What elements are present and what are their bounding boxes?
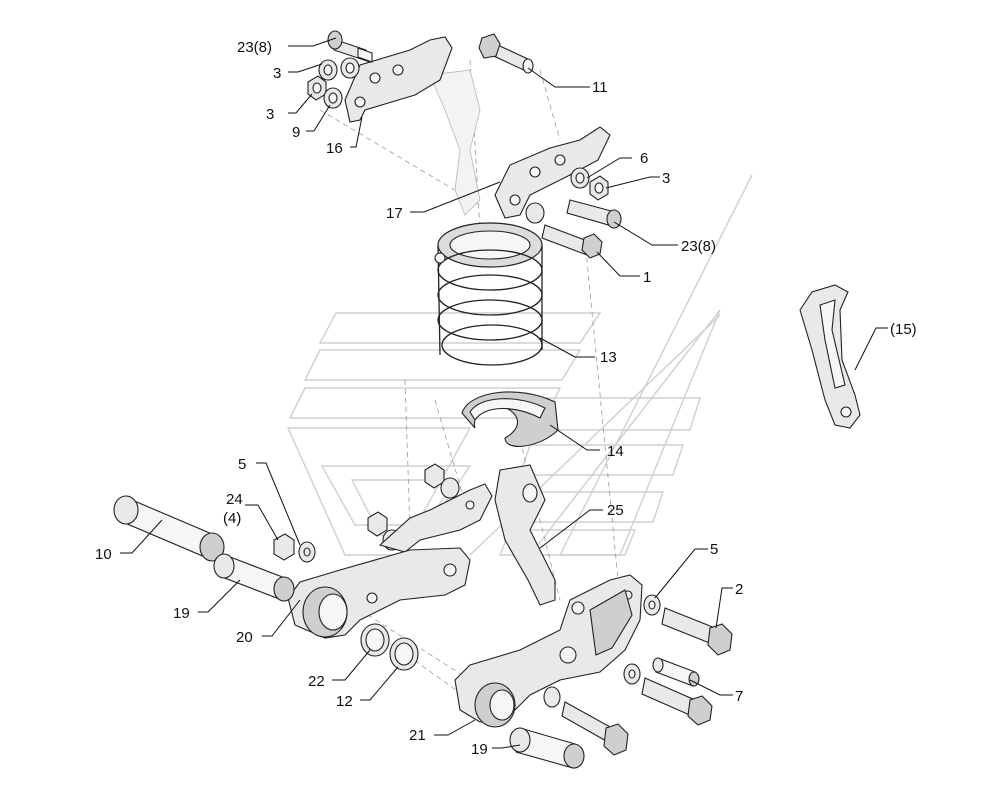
- bushing-19-left: [213, 553, 295, 602]
- nut-24: [273, 533, 295, 561]
- washer-6: [570, 167, 590, 189]
- bushing-9: [323, 87, 343, 109]
- callout-10: 10: [95, 546, 112, 563]
- center-link-25: [494, 464, 556, 606]
- callout-19-right: 19: [471, 741, 488, 758]
- callout-3-mid: 3: [266, 106, 274, 123]
- upper-arm-bracket: [378, 483, 493, 553]
- bolt-2: [661, 607, 733, 656]
- callout-6: 6: [640, 150, 648, 167]
- leader-lines: [120, 37, 888, 749]
- bolt-lower-center: [543, 686, 629, 756]
- bolt-11: [478, 33, 534, 74]
- callout-2: 2: [735, 581, 743, 598]
- washer-5-left: [298, 541, 316, 563]
- bushing-19-right: [509, 727, 585, 769]
- callout-20: 20: [236, 629, 253, 646]
- lever-15: [799, 284, 861, 429]
- washer-top-left: [318, 57, 360, 81]
- washer-5-right: [643, 594, 661, 616]
- callout-11: 11: [592, 79, 608, 96]
- washer-22: [360, 623, 390, 657]
- pin-7: [652, 657, 700, 687]
- callout-1: 1: [643, 269, 651, 286]
- nut-top-left: [307, 75, 327, 101]
- callout-5-right: 5: [710, 541, 718, 558]
- callout-14: 14: [607, 443, 624, 460]
- callout-5-left: 5: [238, 456, 246, 473]
- callout-23-8-top: 23(8): [237, 39, 272, 56]
- callout-12: 12: [336, 693, 353, 710]
- ghost-center-bracket: [429, 69, 481, 216]
- callout-15: (15): [890, 321, 917, 338]
- left-arm-20: [287, 547, 471, 639]
- callout-23-8-right: 23(8): [681, 238, 716, 255]
- bushing-10: [113, 495, 225, 562]
- washer-12: [389, 637, 419, 671]
- washer-lower-right: [623, 663, 641, 685]
- bolt-23-right: [566, 199, 622, 229]
- callout-24: 24: [226, 491, 243, 508]
- callout-19-left: 19: [173, 605, 190, 622]
- nut-3-right: [589, 175, 609, 201]
- right-arm-21: [454, 574, 643, 728]
- spring-seat: [461, 391, 559, 447]
- callout-3-right: 3: [662, 170, 670, 187]
- callout-22: 22: [308, 673, 325, 690]
- top-left-bracket: [344, 36, 453, 123]
- callout-13: 13: [600, 349, 617, 366]
- callout-4: (4): [223, 510, 241, 527]
- bolt-lower-right: [641, 677, 713, 726]
- callout-labels: 23(8) 3 3 9 16 11 6 3 17 23(8) 1 13 (15)…: [95, 39, 917, 758]
- callout-9: 9: [292, 124, 300, 141]
- callout-3-top: 3: [273, 65, 281, 82]
- bolt-top-left: [327, 30, 373, 63]
- callout-21: 21: [409, 727, 426, 744]
- callout-7: 7: [735, 688, 743, 705]
- coil-spring: [434, 222, 543, 366]
- callout-17: 17: [386, 205, 403, 222]
- top-right-bracket: [494, 126, 611, 219]
- callout-16: 16: [326, 140, 343, 157]
- callout-25: 25: [607, 502, 624, 519]
